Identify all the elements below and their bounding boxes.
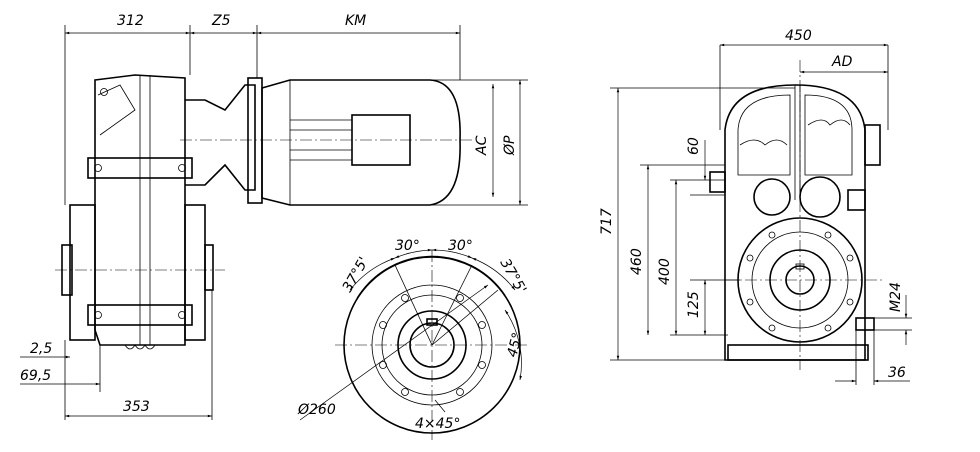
dim-phi-p: ØP bbox=[502, 135, 518, 156]
dim-36: 36 bbox=[888, 365, 906, 381]
dim-km: KM bbox=[345, 13, 366, 29]
dim-450: 450 bbox=[785, 28, 812, 44]
dim-chamfer: 4×45° bbox=[415, 416, 460, 432]
dim-ac: AC bbox=[474, 135, 490, 156]
dim-125: 125 bbox=[686, 291, 702, 318]
dim-60: 60 bbox=[686, 137, 702, 155]
dim-diameter-260: Ø260 bbox=[297, 402, 336, 418]
dim-angle-30-left: 30° bbox=[395, 238, 420, 254]
dim-m24: M24 bbox=[888, 282, 904, 312]
dim-angle-30-right: 30° bbox=[448, 238, 473, 254]
dim-400: 400 bbox=[657, 258, 673, 285]
dim-353: 353 bbox=[123, 399, 150, 415]
motor bbox=[261, 79, 461, 206]
end-view: 450 AD 717 460 400 60 125 M24 36 bbox=[599, 28, 912, 385]
motor-adapter bbox=[185, 77, 263, 204]
dim-69-5: 69,5 bbox=[20, 368, 51, 384]
dim-460: 460 bbox=[629, 248, 645, 275]
dim-angle-45: 45° bbox=[504, 331, 526, 359]
flange-view: 30° 30° 37°5' 37°5' 45° Ø260 4×45° bbox=[297, 238, 530, 440]
dim-z5: Z5 bbox=[211, 13, 231, 29]
dim-angle-37-left: 37°5' bbox=[340, 254, 373, 295]
dim-717: 717 bbox=[599, 208, 615, 235]
gearbox-body bbox=[87, 74, 193, 350]
side-view: 312 Z5 KM AC ØP 2,5 69,5 353 bbox=[20, 13, 528, 420]
dim-2-5: 2,5 bbox=[30, 341, 52, 357]
output-flange bbox=[61, 204, 214, 341]
dim-ad: AD bbox=[831, 54, 853, 70]
dim-312: 312 bbox=[117, 13, 144, 29]
